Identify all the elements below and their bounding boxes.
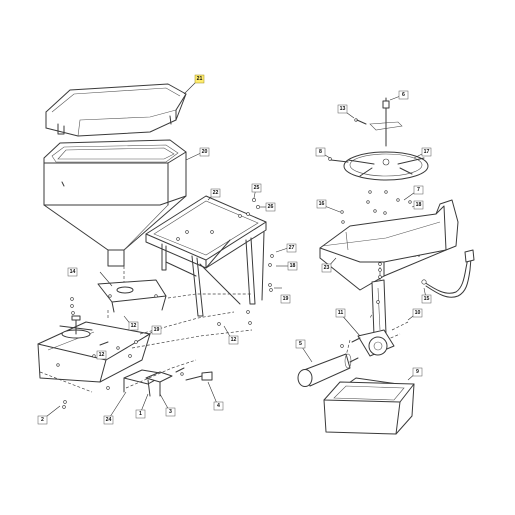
callout-label: 27: [289, 245, 295, 251]
callout-label: 1: [139, 411, 142, 417]
callout-12-left[interactable]: 12: [96, 350, 107, 360]
gearbox: [340, 329, 395, 358]
callout-label: 8: [319, 149, 322, 155]
callout-19-left[interactable]: 19: [151, 325, 162, 335]
callout-label: 20: [202, 149, 208, 155]
drive-shaft: [371, 279, 387, 337]
callout-label: 7: [417, 187, 420, 193]
frame-hardware: [217, 198, 274, 326]
callout-12-frame[interactable]: 12: [228, 335, 239, 345]
callout-15[interactable]: 15: [421, 294, 432, 304]
callout-label: 12: [131, 323, 137, 329]
callout-10[interactable]: 10: [412, 308, 423, 318]
callout-5[interactable]: 5: [295, 339, 306, 349]
callout-label: 4: [217, 403, 220, 409]
callout-19-frame[interactable]: 19: [280, 294, 291, 304]
callout-label: 12: [99, 352, 105, 358]
callout-label: 25: [254, 185, 260, 191]
callout-label: 11: [338, 310, 344, 316]
left-hardware: [62, 297, 138, 409]
callout-7[interactable]: 7: [413, 185, 424, 195]
callout-label: 26: [268, 204, 274, 210]
callout-4[interactable]: 4: [213, 401, 224, 411]
spinner-chute: [319, 199, 459, 291]
callout-label: 14: [70, 269, 76, 275]
callout-label: 3: [169, 409, 172, 415]
cable: [421, 249, 475, 298]
callout-label: 24: [106, 417, 112, 423]
callout-label: 6: [402, 92, 405, 98]
callout-27[interactable]: 27: [286, 243, 297, 253]
callout-label: 9: [416, 369, 419, 375]
agitator-shaft: [354, 97, 403, 147]
callout-23[interactable]: 23: [321, 263, 332, 273]
callout-2[interactable]: 2: [37, 415, 48, 425]
callout-11[interactable]: 11: [335, 308, 346, 318]
hopper: [43, 139, 187, 267]
callout-20[interactable]: 20: [199, 147, 210, 157]
callout-25[interactable]: 25: [251, 183, 262, 193]
callout-label: 21: [197, 76, 203, 82]
callout-label: 19: [154, 327, 160, 333]
callout-24[interactable]: 24: [103, 415, 114, 425]
callout-18-frame[interactable]: 18: [287, 261, 298, 271]
callout-12-bracket[interactable]: 12: [128, 321, 139, 331]
callout-label: 17: [424, 149, 430, 155]
callout-14[interactable]: 14: [67, 267, 78, 277]
callout-9[interactable]: 9: [412, 367, 423, 377]
callout-1[interactable]: 1: [135, 409, 146, 419]
hopper-lid: [45, 83, 187, 137]
callout-3[interactable]: 3: [165, 407, 176, 417]
callout-6[interactable]: 6: [398, 90, 409, 100]
callout-label: 16: [319, 201, 325, 207]
spinner-disc: [328, 151, 429, 181]
callout-label: 15: [424, 296, 430, 302]
callout-label: 13: [340, 106, 346, 112]
callout-21[interactable]: 21: [194, 74, 205, 84]
frame: [145, 195, 267, 317]
callout-label: 12: [231, 337, 237, 343]
motor-bracket: [97, 279, 167, 313]
callout-label: 2: [41, 417, 44, 423]
callout-label: 10: [415, 310, 421, 316]
callout-label: 5: [299, 341, 302, 347]
callout-13[interactable]: 13: [337, 104, 348, 114]
callout-8[interactable]: 8: [315, 147, 326, 157]
left-spreader-assembly: [37, 315, 151, 383]
callout-22[interactable]: 22: [210, 188, 221, 198]
callout-label: 23: [324, 265, 330, 271]
motor: [297, 353, 359, 387]
callout-18-spinner[interactable]: 18: [413, 200, 424, 210]
callout-label: 18: [416, 202, 422, 208]
callout-label: 18: [290, 263, 296, 269]
callout-26[interactable]: 26: [265, 202, 276, 212]
callout-label: 22: [213, 190, 219, 196]
bin-tray: [323, 381, 415, 435]
callout-17[interactable]: 17: [421, 147, 432, 157]
switch-bracket: [123, 367, 213, 397]
spinner-hardware: [340, 190, 412, 224]
callout-label: 19: [283, 296, 289, 302]
callout-16[interactable]: 16: [316, 199, 327, 209]
